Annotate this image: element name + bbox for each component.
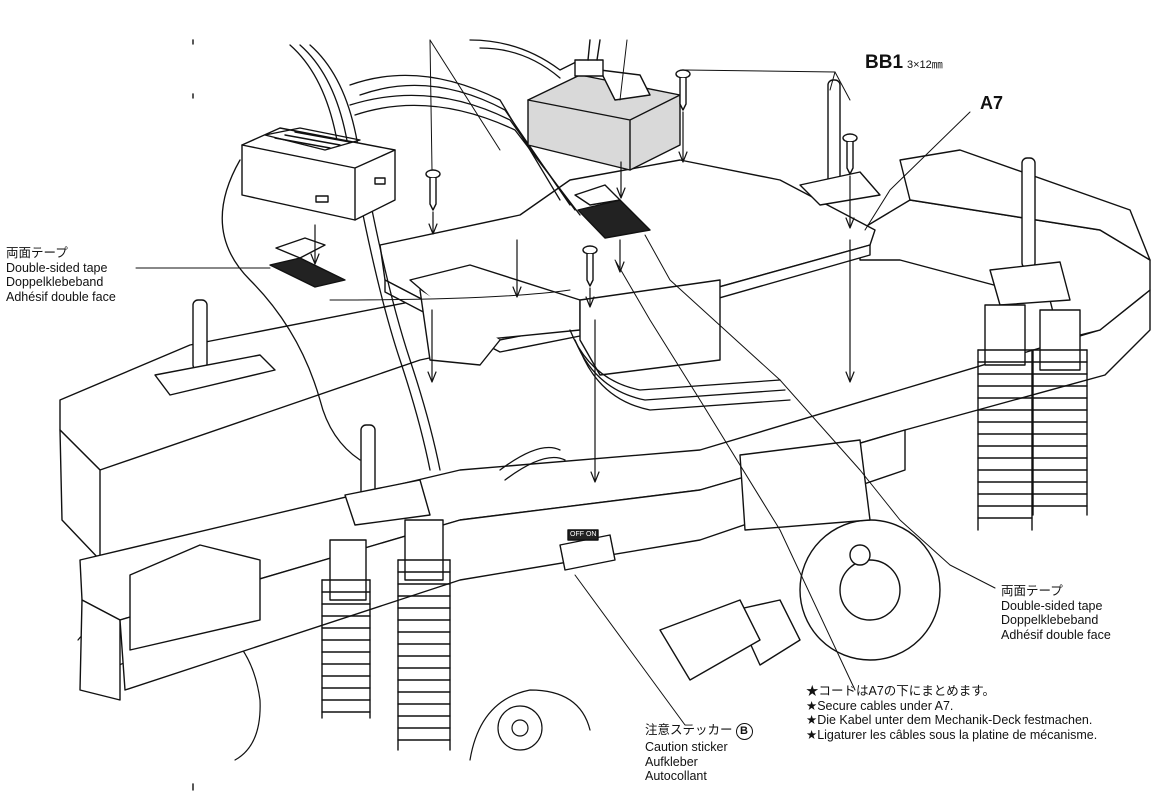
caution-en: Caution sticker — [645, 740, 728, 754]
part-callout: A7 — [980, 93, 1003, 114]
speed-controller — [241, 127, 396, 221]
screw-code: BB1 — [865, 52, 904, 73]
receiver — [527, 39, 681, 171]
caution-fr: Autocollant — [645, 769, 707, 783]
tape-left-fr: Adhésif double face — [6, 289, 116, 304]
cable-notes: ★コードはA7の下にまとめます。 ★Secure cables under A7… — [806, 684, 1097, 742]
shock-right-front — [977, 304, 1033, 531]
tape-right-de: Doppelklebeband — [1001, 613, 1099, 627]
sticker-b-badge: B — [735, 723, 753, 740]
caution-de: Aufkleber — [645, 754, 698, 769]
tape-right-en: Double-sided tape — [1001, 598, 1103, 613]
screw-size: 3×12㎜ — [907, 59, 943, 71]
switch-off: OFF — [570, 531, 584, 538]
note-ja: ★コードはA7の下にまとめます。 — [806, 684, 996, 698]
tape-pads — [269, 184, 651, 288]
gearbox — [659, 439, 941, 681]
tape-label-left: 両面テープ Double-sided tape Doppelklebeband … — [6, 246, 116, 304]
part-code: A7 — [980, 93, 1004, 113]
assembly-arrows — [310, 111, 855, 483]
note-de: ★Die Kabel unter dem Mechanik-Deck festm… — [806, 713, 1093, 727]
shock-right-rear — [1032, 309, 1088, 516]
leader-lines — [135, 39, 996, 726]
tape-left-en: Double-sided tape — [6, 260, 108, 275]
shock-center — [397, 519, 451, 751]
note-en: ★Secure cables under A7. — [806, 698, 954, 713]
tape-label-right: 両面テープ Double-sided tape Doppelklebeband … — [1001, 584, 1111, 642]
power-switch — [559, 529, 616, 571]
posts — [154, 79, 1071, 526]
tape-left-ja: 両面テープ — [6, 246, 68, 260]
note-fr: ★Ligaturer les câbles sous la platine de… — [806, 727, 1098, 742]
switch-label: OFF ON — [570, 531, 596, 538]
mechanical-deck — [379, 159, 876, 376]
screws — [425, 69, 858, 287]
tape-left-de: Doppelklebeband — [6, 275, 104, 289]
tape-right-ja: 両面テープ — [1001, 584, 1063, 598]
switch-on: ON — [585, 531, 597, 538]
shock-left — [321, 539, 371, 719]
cables — [221, 39, 791, 481]
tape-right-fr: Adhésif double face — [1001, 627, 1111, 642]
caution-ja: 注意ステッカー — [645, 723, 733, 737]
